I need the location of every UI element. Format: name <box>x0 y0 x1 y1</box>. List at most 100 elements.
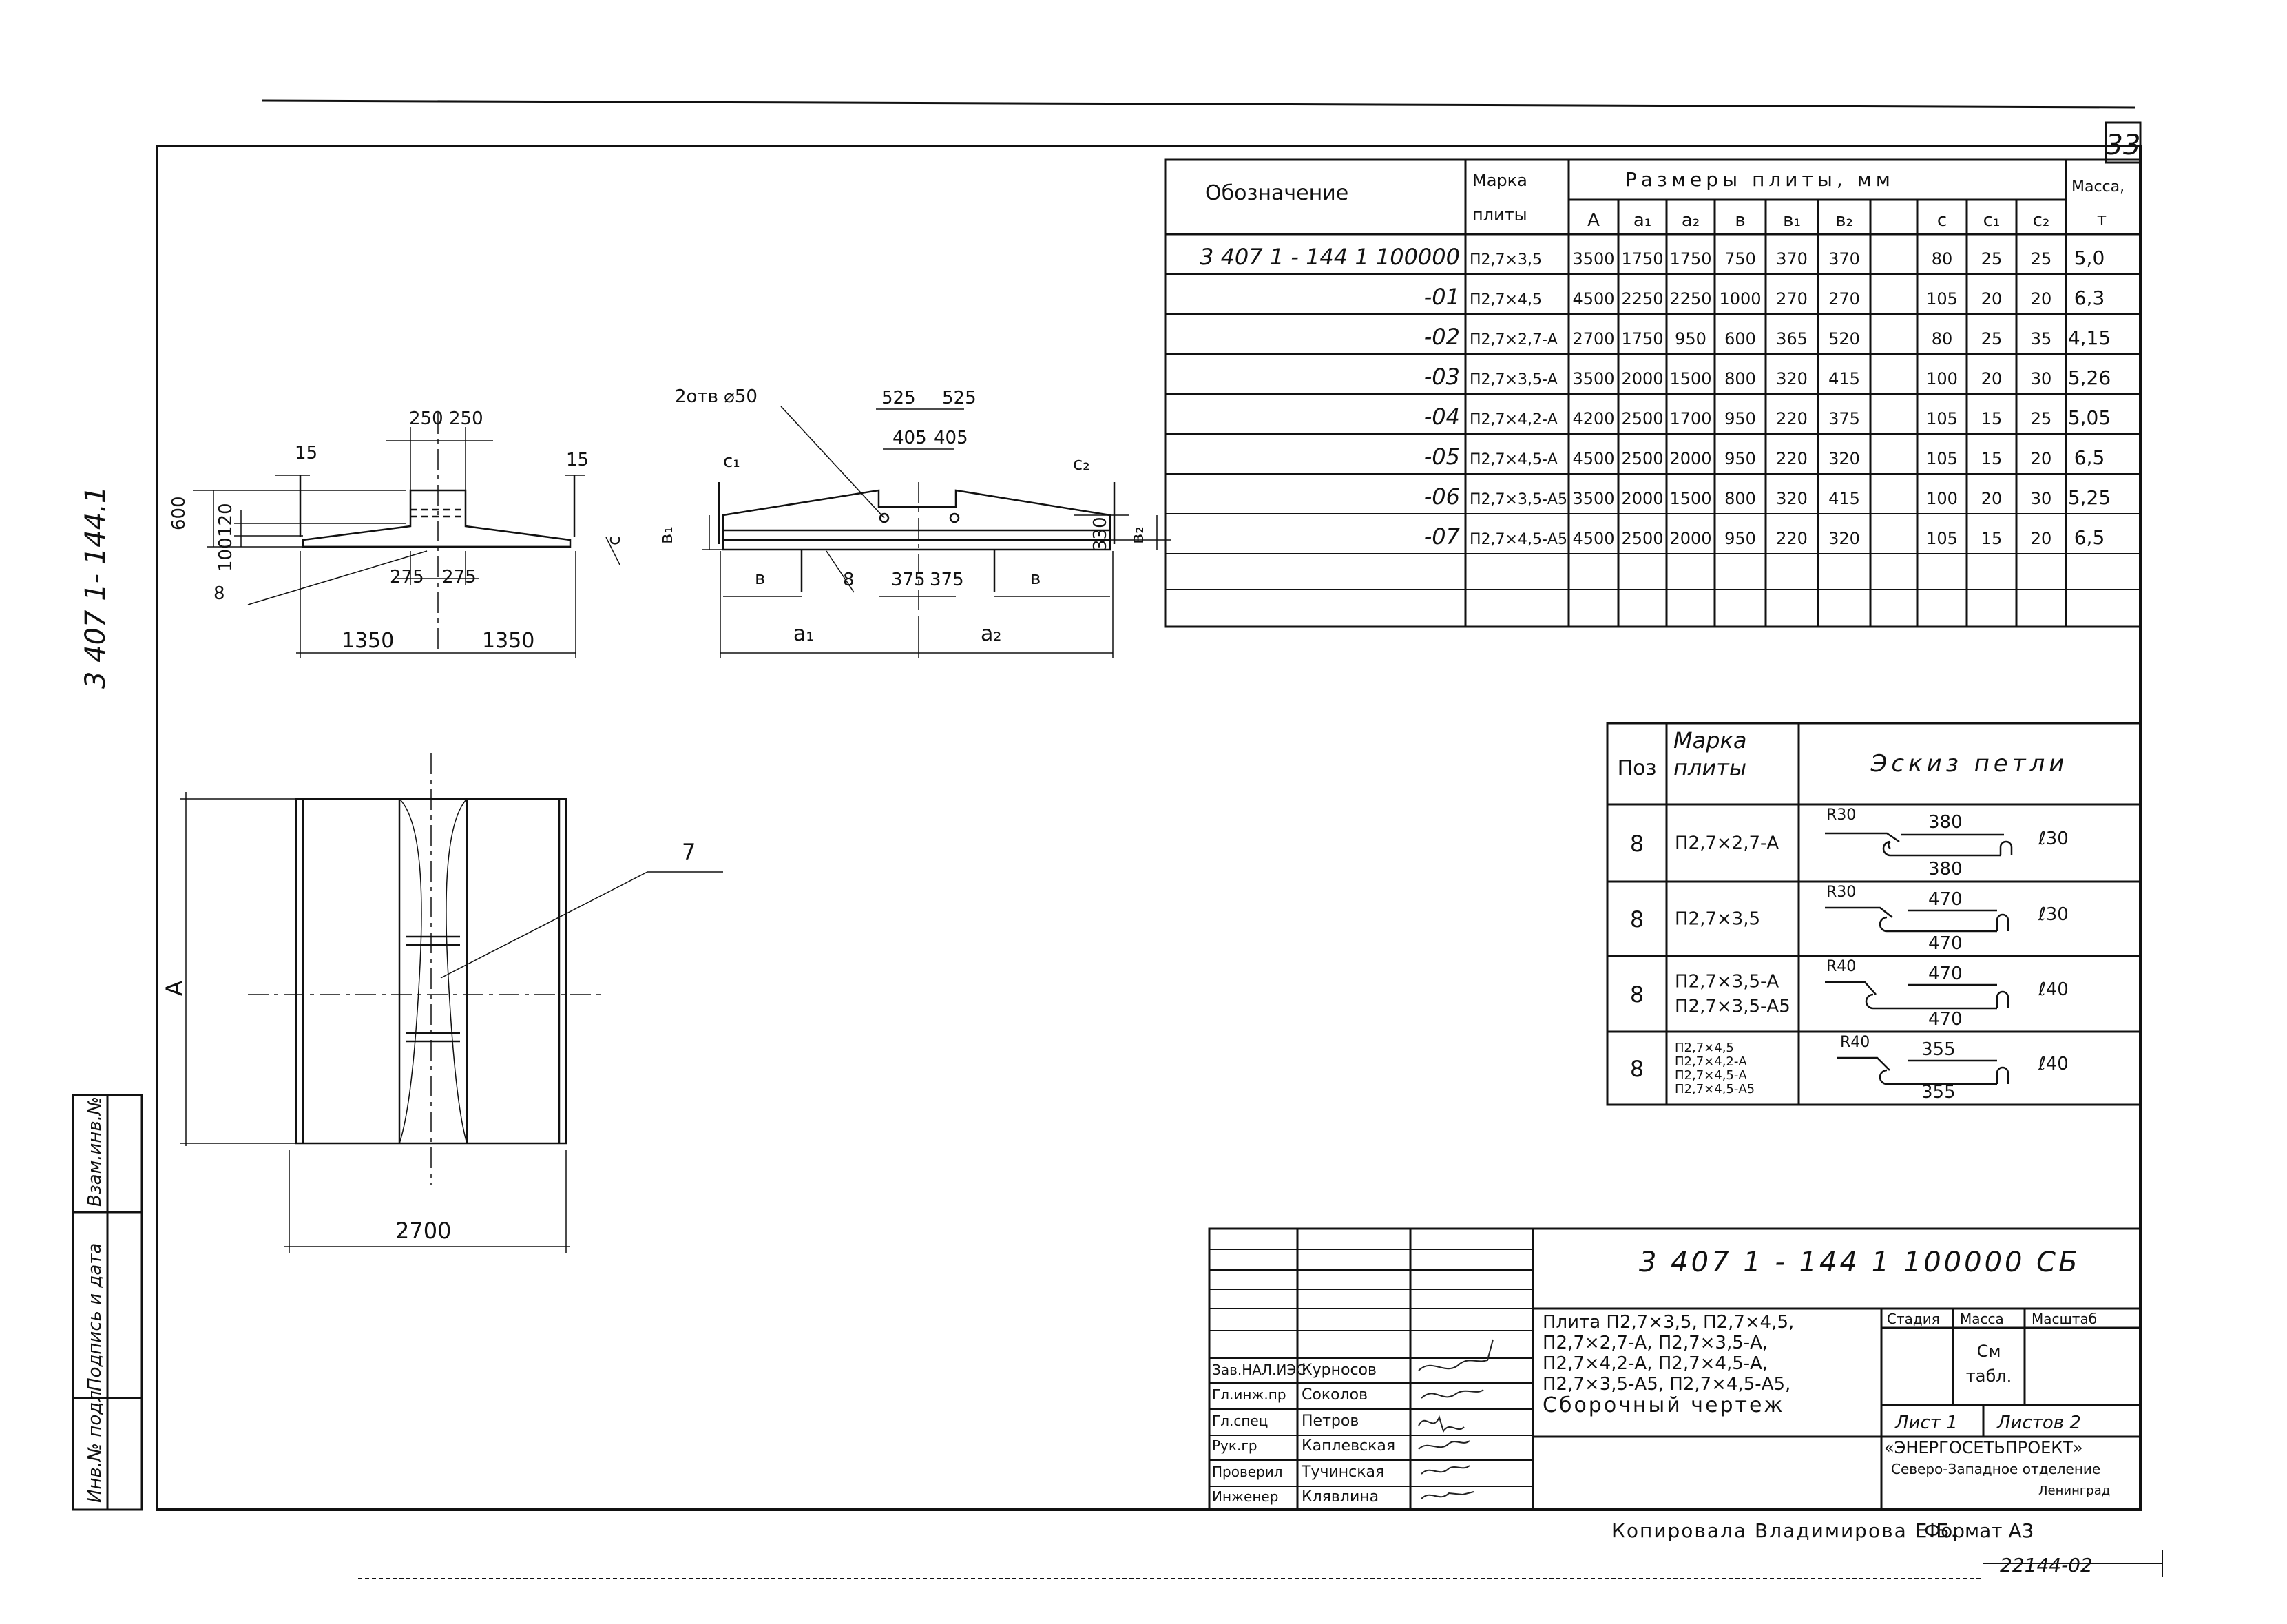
row-value: 950 <box>1724 449 1756 468</box>
tb-mass-label: Масса <box>1960 1311 2004 1327</box>
row-value: 2250 <box>1621 289 1663 309</box>
row-value: 15 <box>1981 529 2003 548</box>
row-value: 1750 <box>1669 249 1711 269</box>
footer-copied: Копировала Владимирова Е.Б. <box>1611 1519 1958 1542</box>
v2-d330: 330 <box>1090 517 1111 551</box>
tb-sheet: Лист 1 <box>1894 1413 1958 1433</box>
loop-mark: П2,7×4,5-А <box>1675 1068 1747 1083</box>
v1-dim-600: 600 <box>169 496 189 530</box>
loop-top-length: 470 <box>1928 889 1963 910</box>
signature-3 <box>1418 1415 1465 1433</box>
loop-bottom-length: 470 <box>1928 933 1963 954</box>
end-elevation-view <box>193 413 620 658</box>
row-value: 270 <box>1776 289 1808 309</box>
v2-dim-525a: 525 <box>881 388 916 408</box>
loop-pos: 8 <box>1630 906 1644 933</box>
v1-dim-1350a: 1350 <box>342 629 394 653</box>
row-value: 3500 <box>1572 489 1614 508</box>
staff-role: Рук.гр <box>1212 1437 1257 1454</box>
row-value: 20 <box>1981 489 2003 508</box>
staff-name: Соколов <box>1302 1386 1368 1404</box>
row-value: 1500 <box>1669 489 1711 508</box>
row-value: 800 <box>1724 489 1756 508</box>
loop-hdr-sketch: Эскиз петли <box>1870 750 2069 778</box>
v2-pos-8: 8 <box>843 570 855 590</box>
row-value: 520 <box>1828 329 1860 348</box>
title-line-2: П2,7×2,7-А, П2,7×3,5-А, <box>1543 1333 1768 1353</box>
row-value: 1000 <box>1719 289 1761 309</box>
column-label: в₁ <box>1783 210 1801 231</box>
row-mass: 5,0 <box>2074 247 2105 269</box>
row-value: 105 <box>1926 409 1958 428</box>
signature-5 <box>1421 1465 1470 1475</box>
row-value: 15 <box>1981 449 2003 468</box>
row-value: 20 <box>1981 289 2003 309</box>
hdr-designation: Обозначение <box>1205 181 1348 205</box>
hdr-sizes: Размеры плиты, мм <box>1625 168 1894 191</box>
column-label: a₂ <box>1682 210 1700 231</box>
hdr-mass-2: т <box>2097 209 2107 229</box>
row-value: 20 <box>2031 289 2052 309</box>
row-value: 1500 <box>1669 369 1711 388</box>
v2-b-right: в <box>1030 568 1041 589</box>
row-value: 1700 <box>1669 409 1711 428</box>
staff-role: Инженер <box>1212 1488 1278 1505</box>
side-code: 3 407 1- 144.1 <box>80 486 112 689</box>
loop-mark: П2,7×4,2-А <box>1675 1054 1747 1069</box>
row-mass: 6,3 <box>2074 287 2105 309</box>
v2-a2: a₂ <box>981 622 1001 646</box>
v2-b-left: в <box>755 568 765 589</box>
staff-role: Проверил <box>1212 1464 1283 1480</box>
v1-dim-250a: 250 <box>409 408 443 429</box>
row-value: 4500 <box>1572 529 1614 548</box>
v1-dim-120: 120 <box>216 503 236 537</box>
v1-dim-c: c <box>604 536 625 545</box>
row-designation: -04 <box>1424 404 1460 430</box>
row-value: 4500 <box>1572 449 1614 468</box>
staff-name: Курносов <box>1302 1362 1377 1379</box>
v1-dim-1350b: 1350 <box>482 629 534 653</box>
v2-dim-405b: 405 <box>934 428 968 448</box>
row-mark: П2,7×3,5-А5 <box>1470 491 1567 508</box>
loop-radius: R40 <box>1840 1034 1870 1051</box>
row-value: 25 <box>2031 249 2052 269</box>
tb-org-2: Северо-Западное отделение <box>1891 1461 2100 1477</box>
v2-holes: 2отв ⌀50 <box>675 386 758 407</box>
loop-top-length: 355 <box>1921 1039 1956 1060</box>
row-value: 750 <box>1724 249 1756 269</box>
row-mass: 5,05 <box>2068 406 2111 429</box>
row-mark: П2,7×4,2-А <box>1470 411 1558 428</box>
row-value: 25 <box>1981 329 2003 348</box>
stamp-replace-label: Взам.инв.№ <box>85 1096 105 1207</box>
staff-name: Каплевская <box>1302 1437 1395 1455</box>
footer-format: Формат А3 <box>1924 1519 2034 1542</box>
row-designation: -01 <box>1424 284 1460 310</box>
loop-mark: П2,7×3,5-А5 <box>1675 997 1790 1017</box>
plan-view <box>180 753 723 1253</box>
row-value: 20 <box>2031 449 2052 468</box>
v1-dim-275a: 275 <box>390 567 424 587</box>
hdr-mass-1: Масса, <box>2071 178 2124 196</box>
row-value: 25 <box>2031 409 2052 428</box>
tb-org-1: «ЭНЕРГОСЕТЬПРОЕКТ» <box>1884 1438 2083 1457</box>
tb-mass-val-2: табл. <box>1966 1366 2012 1386</box>
row-value: 15 <box>1981 409 2003 428</box>
sheet-number-box <box>2105 121 2142 164</box>
row-value: 105 <box>1926 289 1958 309</box>
row-designation: -02 <box>1424 324 1460 350</box>
row-value: 2000 <box>1669 449 1711 468</box>
staff-name: Тучинская <box>1301 1464 1384 1481</box>
loop-hdr-mark-2: плиты <box>1673 755 1746 781</box>
signature-6 <box>1421 1491 1474 1499</box>
loop-mark: П2,7×4,5-А5 <box>1675 1082 1755 1096</box>
v2-a1: a₁ <box>793 622 814 646</box>
loop-hdr-mark-1: Марка <box>1673 727 1746 753</box>
row-value: 950 <box>1724 409 1756 428</box>
row-value: 415 <box>1828 369 1860 388</box>
row-value: 320 <box>1776 369 1808 388</box>
row-value: 415 <box>1828 489 1860 508</box>
row-mark: П2,7×3,5 <box>1470 251 1542 269</box>
v1-pos-8: 8 <box>213 583 225 604</box>
row-value: 2000 <box>1621 489 1663 508</box>
row-value: 35 <box>2031 329 2052 348</box>
